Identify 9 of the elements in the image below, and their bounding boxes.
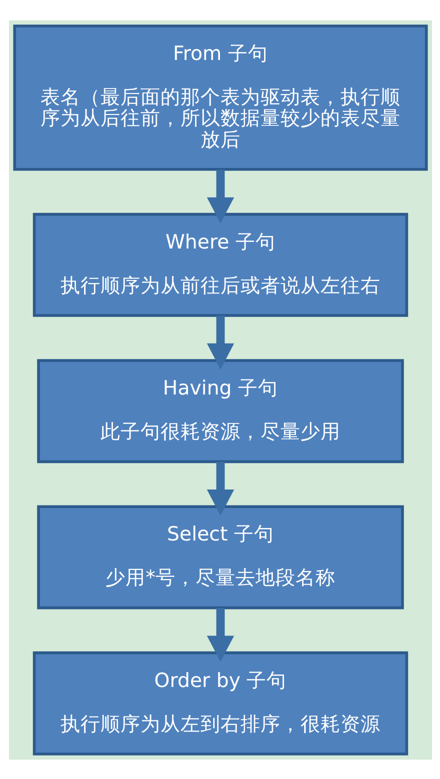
node-box: Having 子句 此子句很耗资源，尽量少用 xyxy=(36,358,404,463)
arrow xyxy=(206,461,234,515)
arrow xyxy=(206,315,234,369)
arrow xyxy=(206,169,234,223)
node-box: Where 子句 执行顺序为从前往后或者说从左往右 xyxy=(32,212,408,316)
node-box: From 子句 表名（最后面的那个表为驱动表，执行顺序为从后往前，所以数据量较少的表尽量放后 xyxy=(12,24,428,170)
node-box: Select 子句 少用*号，尽量去地段名称 xyxy=(36,504,404,609)
arrow xyxy=(206,607,234,662)
node-box: Order by 子句 执行顺序为从左到右排序，很耗资源 xyxy=(32,650,408,755)
